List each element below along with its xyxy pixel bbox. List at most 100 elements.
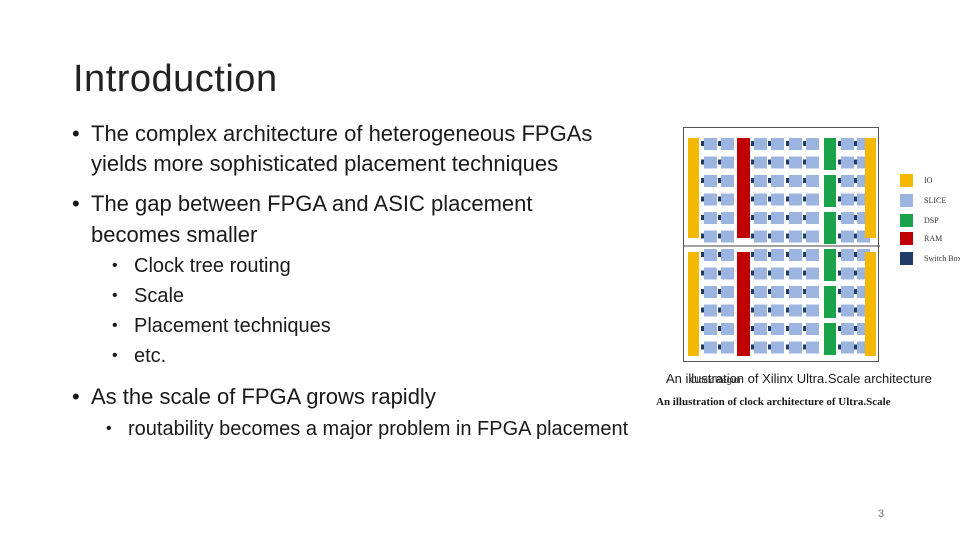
switch-box-block [803,289,806,294]
switch-box-block [838,307,841,313]
slice-block [704,249,717,261]
switch-box-block [854,252,857,257]
slice-block [806,193,819,206]
slice-block [721,267,734,280]
slice-block [771,323,784,335]
slice-block [754,193,767,206]
dsp-block [824,286,836,318]
switch-box-block [803,252,806,257]
slice-block [789,304,802,317]
switch-box-block [854,215,857,220]
bullet-text-cont: yields more sophisticated placement tech… [91,151,559,176]
switch-box-block [854,289,857,294]
switch-box-block [751,215,754,220]
switch-box-block [803,178,806,183]
switch-box-block [768,252,771,257]
bullet-glyph: • [72,384,80,409]
switch-box-block [838,252,841,257]
slice-block [704,138,717,150]
switch-box-block [786,307,789,313]
slice-block [841,323,854,335]
slice-block [721,138,734,150]
switch-box-block [803,344,806,350]
switch-box-block [751,344,754,350]
slice-block [754,175,767,187]
switch-box-block [701,196,704,202]
bullet-glyph: • [106,420,112,437]
bullet-glyph: • [72,191,80,216]
slice-block [721,286,734,298]
switch-box-block [768,326,771,331]
slice-block [806,156,819,169]
dsp-block [824,249,836,281]
switch-box-block [751,141,754,146]
dsp-block [824,138,836,170]
switch-box-block [803,326,806,331]
switch-box-block [838,326,841,331]
slice-block [789,286,802,298]
slice-block [806,267,819,280]
slice-block [754,249,767,261]
switch-box-block [701,178,704,183]
legend-label: Switch Box [924,254,960,263]
switch-box-block [786,270,789,276]
switch-box-block [803,270,806,276]
bullet-glyph: • [112,257,118,274]
switch-box-block [803,215,806,220]
slice-block [789,341,802,354]
switch-box-block [768,178,771,183]
legend-swatch [900,214,913,227]
slice-block [789,267,802,280]
slice-block [806,230,819,243]
slice-block [789,138,802,150]
slice-block [704,267,717,280]
slice-block [721,249,734,261]
dsp-block [824,323,836,355]
switch-box-block [838,196,841,202]
slice-block [841,341,854,354]
sub-bullet-text: Scale [134,285,185,307]
bullet-text: As the scale of FPGA grows rapidly [91,384,436,409]
dsp-block [824,175,836,207]
slice-block [841,230,854,243]
switch-box-block [768,344,771,350]
io-column [688,252,699,356]
slice-block [754,212,767,224]
bullet-glyph: • [72,121,80,146]
switch-box-block [701,159,704,165]
slice-block [806,175,819,187]
legend-item-switch-box: Switch Box [900,252,960,266]
sub-bullet-text: Placement techniques [134,315,331,337]
switch-box-block [751,326,754,331]
slice-block [841,138,854,150]
switch-box-block [718,233,721,239]
figure-caption-overlap: Clock Region [690,375,744,385]
switch-box-block [718,178,721,183]
switch-box-block [854,270,857,276]
legend-item-ram: RAM [900,232,960,246]
switch-box-block [768,215,771,220]
slice-block [806,304,819,317]
legend-swatch [900,252,913,265]
slice-block [771,267,784,280]
fpga-architecture-diagram [684,138,880,356]
slice-block [721,156,734,169]
figure-caption-bold: An illustration of clock architecture of… [656,396,891,408]
switch-box-block [718,270,721,276]
switch-box-block [854,141,857,146]
io-column [688,138,699,238]
slice-block [789,249,802,261]
switch-box-block [701,289,704,294]
slice-block [806,138,819,150]
switch-box-block [718,141,721,146]
slice-block [754,230,767,243]
bullet-glyph: • [112,347,118,364]
slice-block [721,212,734,224]
slice-block [771,193,784,206]
slice-block [771,138,784,150]
switch-box-block [768,270,771,276]
switch-box-block [803,159,806,165]
switch-box-block [751,178,754,183]
slice-block [704,175,717,187]
switch-box-block [854,233,857,239]
